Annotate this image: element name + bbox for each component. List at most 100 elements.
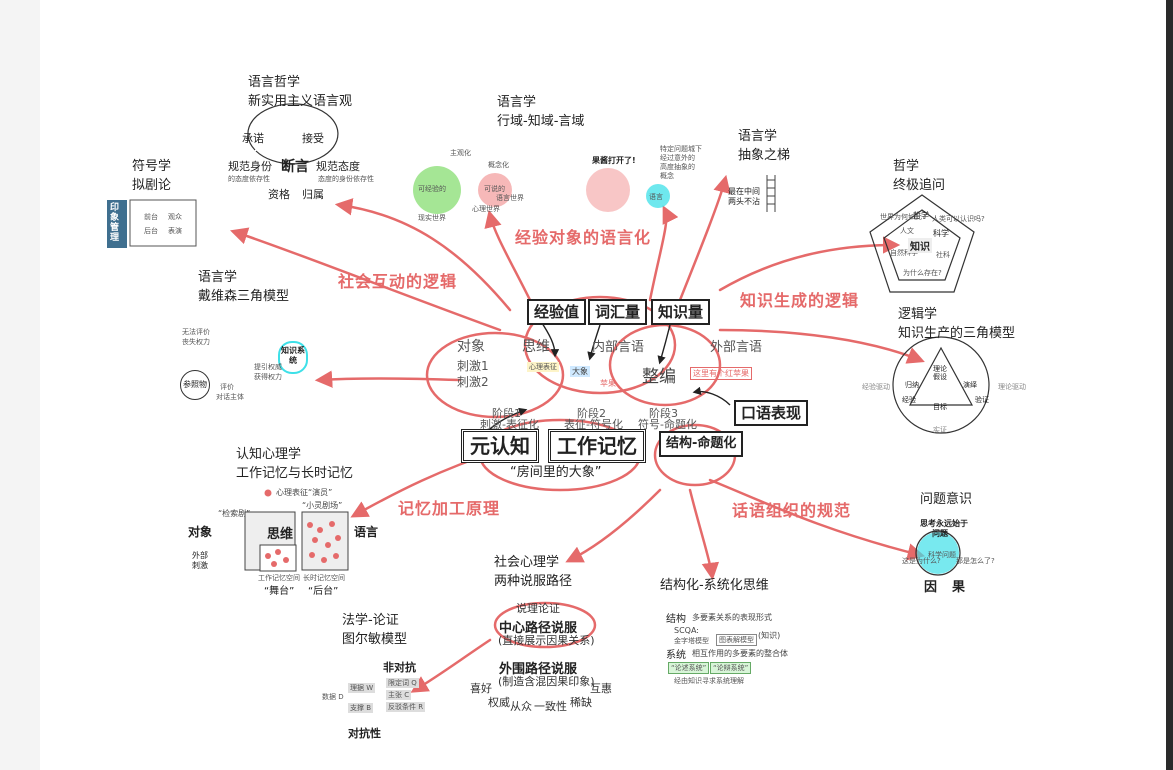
davidson-referent: 参照物: [180, 370, 210, 400]
semiotics-subtitle: 拟剧论: [132, 178, 172, 193]
branch-knowledge-2: [718, 328, 925, 364]
branch-law: [410, 638, 492, 693]
legend-dot: [264, 489, 272, 497]
ultimate-center: 知识: [908, 238, 932, 253]
philo-sub2: 态度的身份依存性: [318, 175, 374, 183]
cognition-stim: 刺激: [192, 561, 208, 570]
stage3: 阶段3: [649, 407, 678, 420]
socialpsych-cue: 权威: [488, 696, 510, 709]
pink-blob: [478, 173, 512, 207]
lm-dot: [321, 557, 327, 563]
cognition-object: 对象: [188, 525, 213, 539]
cognition-subtitle: 工作记忆与长时记忆: [236, 466, 354, 481]
law-opposition: 对抗性: [348, 727, 381, 740]
abstraction-card-2: 经过意外的: [660, 154, 695, 162]
structured-model: 金字塔模型: [674, 637, 709, 645]
stage-frame: [129, 199, 197, 247]
cognition-language: 语言: [354, 525, 379, 539]
logic-theory-driven: 理论驱动: [998, 383, 1026, 391]
logic-empirical: 实证: [933, 426, 947, 434]
box-oral: 口语表现: [734, 400, 809, 426]
logic-circle: [892, 336, 990, 434]
branch-discourse-2: [688, 488, 720, 581]
logic-theory: 理论: [933, 365, 947, 373]
center-stim1: 刺激1: [457, 359, 489, 373]
davidson-item-2: 丧失权力: [182, 338, 210, 346]
lm-box: [301, 511, 349, 571]
center-object: 对象: [457, 339, 485, 355]
problem-inner: 科学问题: [928, 551, 956, 559]
structured-title: 结构化-系统化思维: [660, 578, 769, 593]
domain-mental-world: 心理世界: [472, 205, 500, 213]
cognition-outer: 外部: [192, 551, 208, 560]
philo-center: 断言: [281, 159, 309, 175]
ultimate-subtitle: 终极追问: [893, 178, 946, 193]
stage1: 阶段1: [492, 407, 521, 420]
wm-dot: [275, 549, 281, 555]
branch-social-1: [334, 198, 512, 312]
cognition-wm: 工作记忆空间: [258, 574, 300, 582]
davidson-item-1: 无法评价: [182, 328, 210, 336]
logic-triangle: [908, 346, 974, 406]
domain-language-world: 语言世界: [496, 194, 524, 202]
domain-sayable: 可说的: [484, 185, 505, 193]
center-edit: 整编: [642, 367, 676, 387]
socialpsych-cue: 稀缺: [570, 696, 592, 709]
davidson-subtitle: 戴维森三角模型: [198, 289, 290, 304]
cognition-lm: 长时记忆空间: [303, 574, 345, 582]
mind-map-canvas: 语言哲学 新实用主义语言观 承诺 接受 规范身份 断言 规范态度 的态度依存性 …: [40, 0, 1166, 770]
wm-dot: [271, 561, 277, 567]
philo-norm-attitude: 规范态度: [316, 160, 360, 173]
philosophy-title: 语言哲学: [248, 75, 301, 90]
ultimate-philosophy: 哲学: [913, 211, 929, 220]
law-title: 法学-论证: [342, 613, 399, 628]
abstraction-card-4: 概念: [660, 172, 674, 180]
ultimate-humanities: 人文: [900, 227, 914, 235]
badge-experience: 经验值: [527, 299, 587, 325]
branch-social-2: [230, 227, 502, 332]
logic-experience: 经验: [902, 396, 916, 404]
box-structure: 结构-命题化: [659, 431, 744, 457]
green-blob: [413, 166, 461, 214]
structured-sys1: “论述系统”: [668, 662, 710, 674]
law-box-w: 理据 W: [348, 683, 376, 693]
structured-system-def: 相互作用的多要素的整合体: [692, 649, 788, 658]
domain-conceptualize: 概念化: [488, 161, 509, 169]
link-experience: 经验对象的语言化: [515, 228, 652, 247]
branch-social-psych: [565, 488, 662, 563]
law-subtitle: 图尔敏模型: [342, 632, 408, 647]
davidson-title: 语言学: [198, 270, 238, 285]
lm-dot: [312, 537, 318, 543]
center-apple: 这里有个红苹果: [690, 367, 752, 380]
domain-title: 语言学: [497, 95, 537, 110]
center-elephant-tag: 大象: [570, 366, 590, 377]
philo-accept: 接受: [302, 132, 324, 145]
ultimate-social: 社科: [936, 251, 950, 259]
logic-induce: 归纳: [905, 381, 919, 389]
structured-scqa: SCQA:: [674, 626, 699, 635]
socialpsych-reason: 说理论证: [516, 602, 560, 615]
scrollbar[interactable]: [1166, 0, 1173, 770]
problem-q1: 思考永远始于: [920, 519, 968, 528]
link-memory: 记忆加工原理: [398, 499, 501, 518]
abstraction-title: 语言学: [738, 129, 778, 144]
center-outer-speech: 外部言语: [710, 340, 763, 355]
davidson-knowledge: 知识系统: [278, 341, 308, 374]
domain-subjectify: 主观化: [450, 149, 471, 157]
pointer-2: [587, 324, 601, 361]
philo-commit: 承诺: [242, 132, 264, 145]
philosophy-subtitle: 新实用主义语言观: [248, 94, 353, 109]
box-metacognition: 元认知: [461, 429, 539, 463]
pink-blob-2: [586, 168, 630, 212]
abstraction-middle: 最在中间: [728, 187, 760, 196]
problem-title: 问题意识: [920, 492, 973, 507]
philo-norm-identity: 规范身份: [228, 160, 272, 173]
pointer-3: [657, 324, 671, 365]
semio-mini-audience: 观众: [168, 213, 182, 221]
law-box-c: 主张 C: [386, 690, 412, 700]
semio-mini-back: 后台: [144, 227, 158, 235]
socialpsych-peri: 外围路径说服: [499, 662, 578, 677]
philo-sub1: 的态度依存性: [228, 175, 270, 183]
badge-vocabulary: 词汇量: [588, 299, 648, 325]
ultimate-natural: 自然科学: [890, 249, 918, 257]
